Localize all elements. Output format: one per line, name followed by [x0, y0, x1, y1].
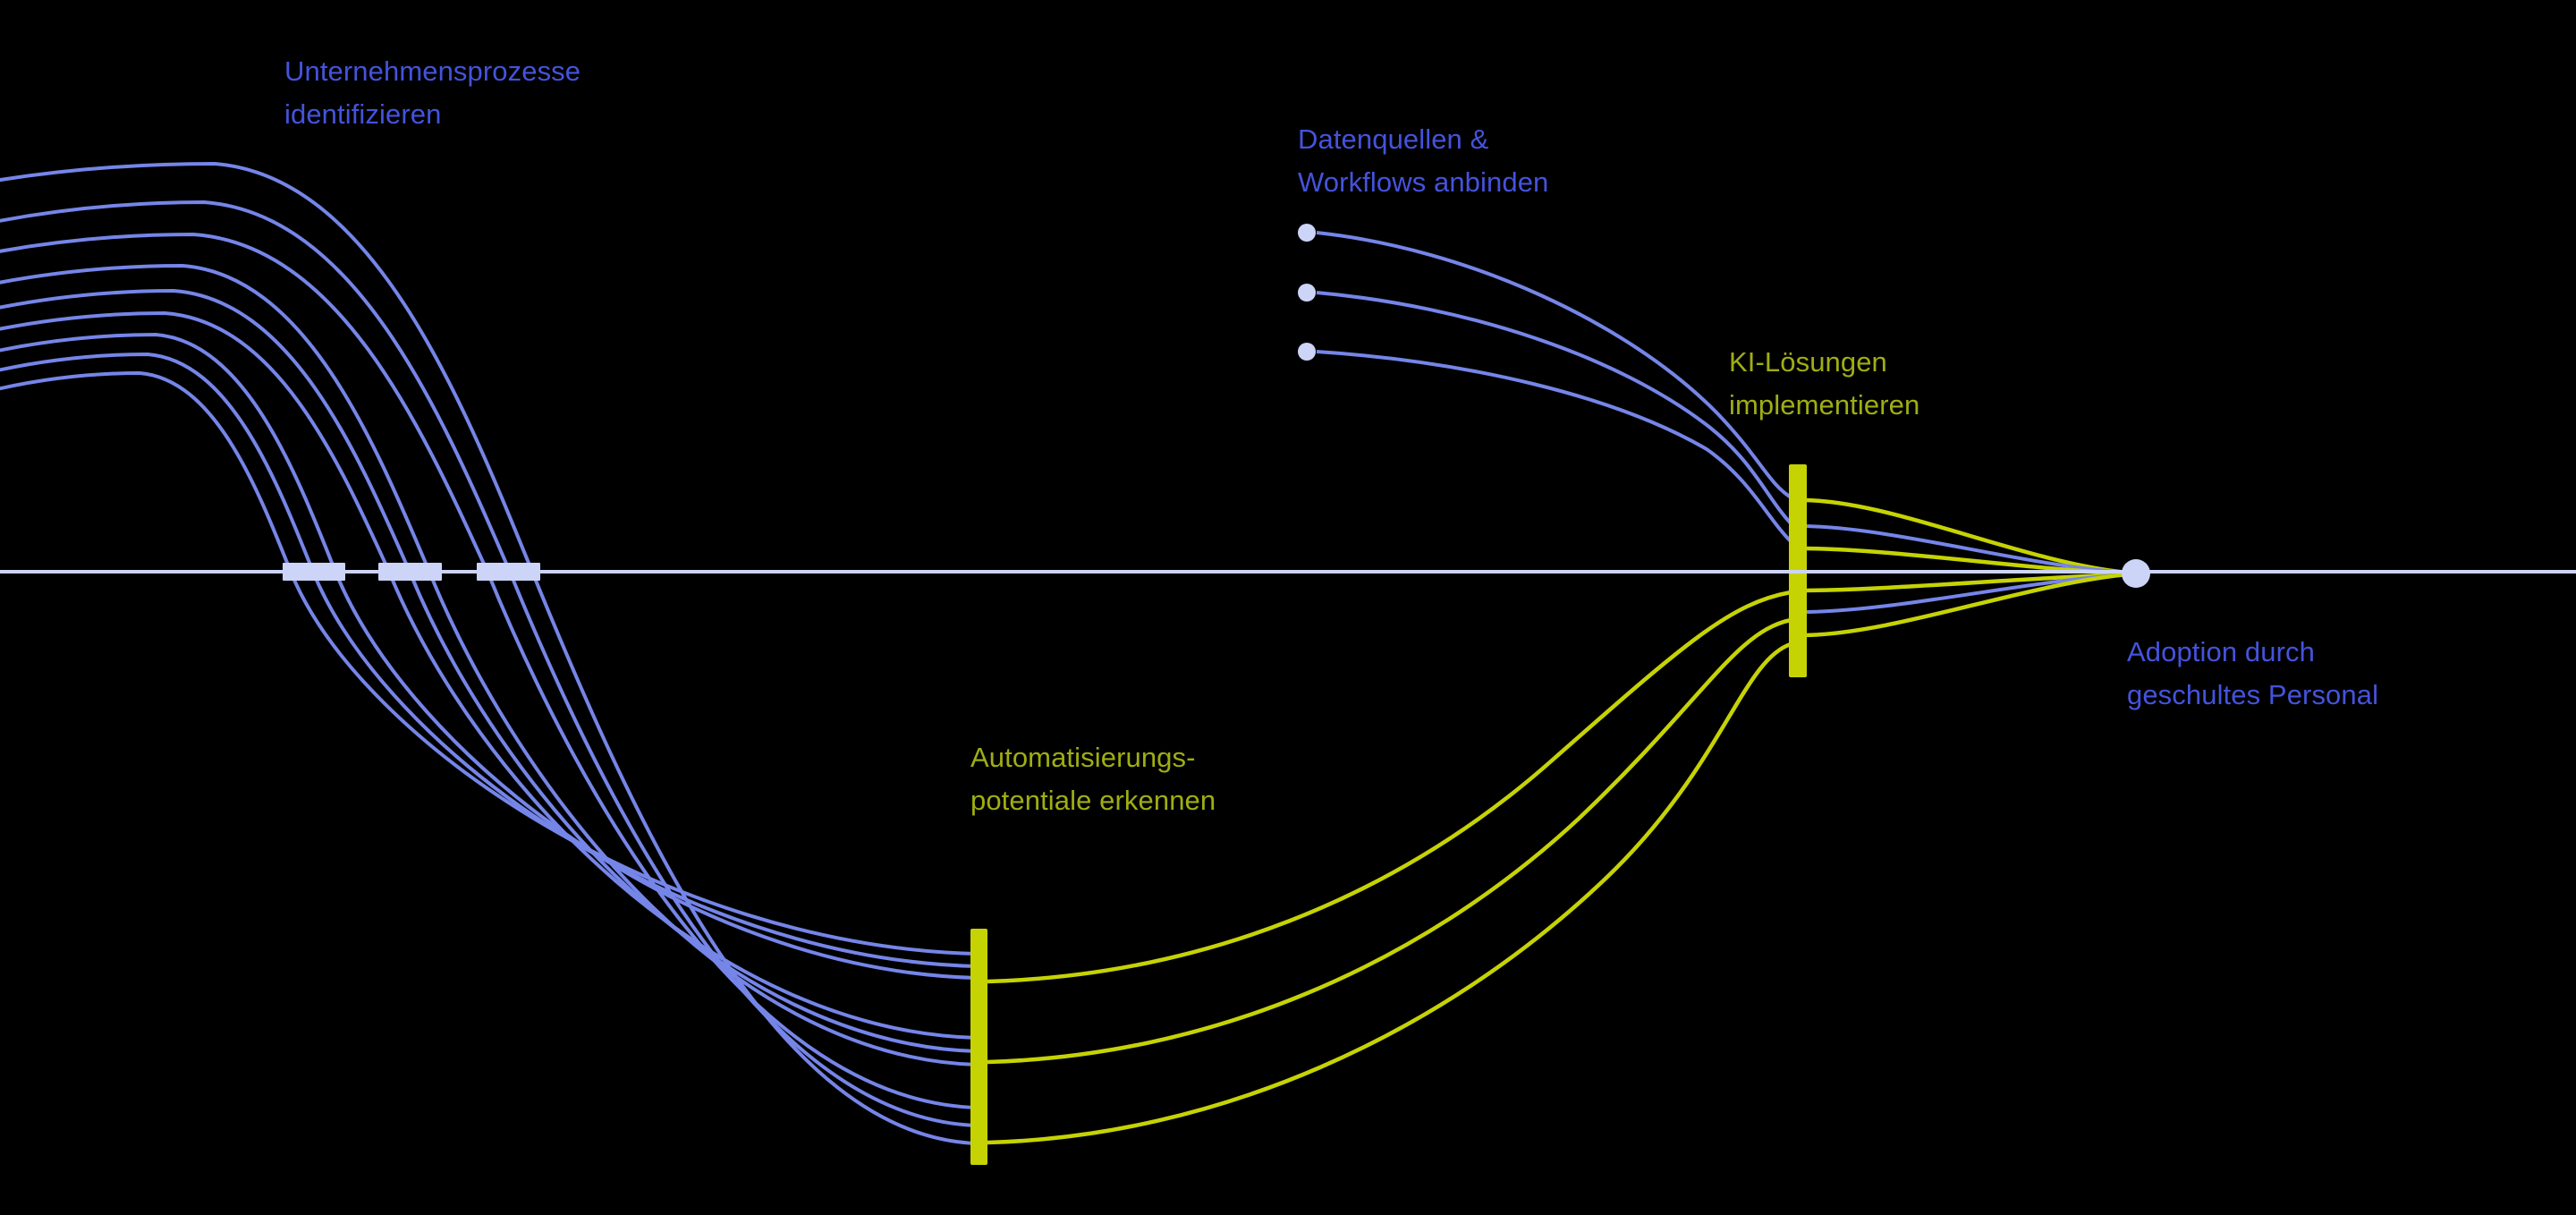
process-stream-curve-5 — [0, 288, 978, 1053]
convergence-curves — [1804, 497, 2128, 638]
process-stream-curve-7 — [0, 332, 978, 980]
process-stream-curve-9 — [0, 370, 978, 956]
label-line: potentiale erkennen — [970, 785, 1216, 816]
label-identify-processes: Unternehmensprozesse identifizieren — [284, 50, 580, 136]
automation-curve-3 — [987, 641, 1792, 1145]
process-stream-curve-2 — [0, 200, 978, 1127]
data-source-curve-3 — [1316, 350, 1794, 545]
convergence-curve-5 — [1804, 573, 2128, 614]
label-line: Automatisierungs- — [970, 742, 1196, 773]
convergence-curve-2 — [1804, 524, 2128, 574]
process-stream-curve-8 — [0, 352, 978, 968]
label-implement-ai: KI-Lösungen implementieren — [1729, 341, 1919, 427]
label-line: Adoption durch — [2127, 636, 2315, 667]
label-automation-potential: Automatisierungs- potentiale erkennen — [970, 736, 1216, 822]
automation-curves — [987, 590, 1792, 1145]
label-line: Workflows anbinden — [1298, 166, 1549, 198]
label-line: Unternehmensprozesse — [284, 55, 581, 87]
label-line: Datenquellen & — [1298, 123, 1489, 155]
data-source-dot-1 — [1298, 224, 1316, 242]
data-source-curves — [1316, 231, 1794, 545]
convergence-curve-6 — [1804, 572, 2128, 638]
adoption-dot — [2122, 559, 2150, 588]
automation-bar — [970, 929, 987, 1165]
process-stream-curve-3 — [0, 232, 978, 1109]
convergence-curve-1 — [1804, 497, 2128, 575]
timeline — [0, 570, 2576, 574]
label-connect-datasources: Datenquellen & Workflows anbinden — [1298, 118, 1548, 204]
automation-curve-2 — [987, 617, 1792, 1065]
data-source-curve-1 — [1316, 231, 1794, 500]
process-stream-curve-6 — [0, 310, 978, 1040]
label-line: KI-Lösungen — [1729, 346, 1887, 378]
convergence-curve-3 — [1804, 546, 2128, 576]
process-stream-curves — [0, 161, 978, 1145]
process-stream-curve-1 — [0, 161, 978, 1145]
label-line: geschultes Personal — [2127, 679, 2379, 710]
label-line: identifizieren — [284, 98, 442, 130]
data-source-curve-2 — [1316, 291, 1794, 527]
data-source-dot-3 — [1298, 343, 1316, 361]
convergence-curve-4 — [1804, 572, 2128, 593]
automation-curve-1 — [987, 590, 1792, 984]
process-stream-curve-4 — [0, 263, 978, 1066]
label-line: implementieren — [1729, 389, 1920, 421]
data-source-dot-2 — [1298, 284, 1316, 302]
label-adoption-personnel: Adoption durch geschultes Personal — [2127, 631, 2378, 717]
